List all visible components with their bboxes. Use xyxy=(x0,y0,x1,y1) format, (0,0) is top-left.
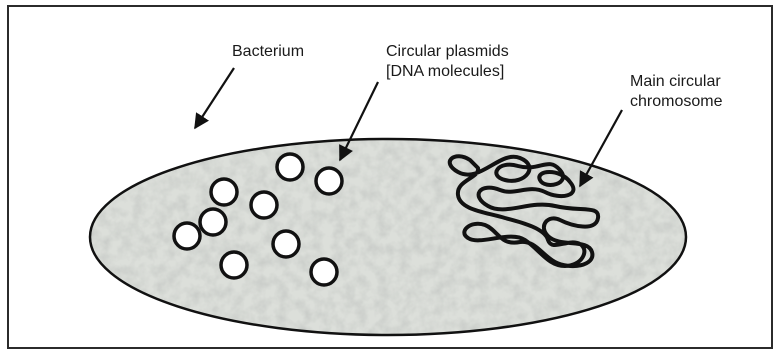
plasmid-ring-icon xyxy=(174,223,200,249)
plasmids-label: Circular plasmids [DNA molecules] xyxy=(386,42,509,82)
plasmid-ring-icon xyxy=(200,209,226,235)
plasmid-ring-icon xyxy=(277,154,303,180)
plasmid-ring-icon xyxy=(221,252,247,278)
plasmid-ring-icon xyxy=(251,192,277,218)
plasmids-label-line2: [DNA molecules] xyxy=(386,62,509,82)
plasmid-ring-icon xyxy=(311,259,337,285)
chromosome-label: Main circular chromosome xyxy=(630,72,722,112)
chromosome-label-line2: chromosome xyxy=(630,92,722,112)
chromosome-label-line1: Main circular xyxy=(630,72,722,92)
plasmid-ring-icon xyxy=(211,179,237,205)
plasmids-label-line1: Circular plasmids xyxy=(386,42,509,62)
plasmid-ring-icon xyxy=(273,231,299,257)
plasmid-ring-icon xyxy=(316,168,342,194)
bacterium-label: Bacterium xyxy=(232,42,304,62)
bacterium-pointer-arrow-icon xyxy=(195,68,234,128)
